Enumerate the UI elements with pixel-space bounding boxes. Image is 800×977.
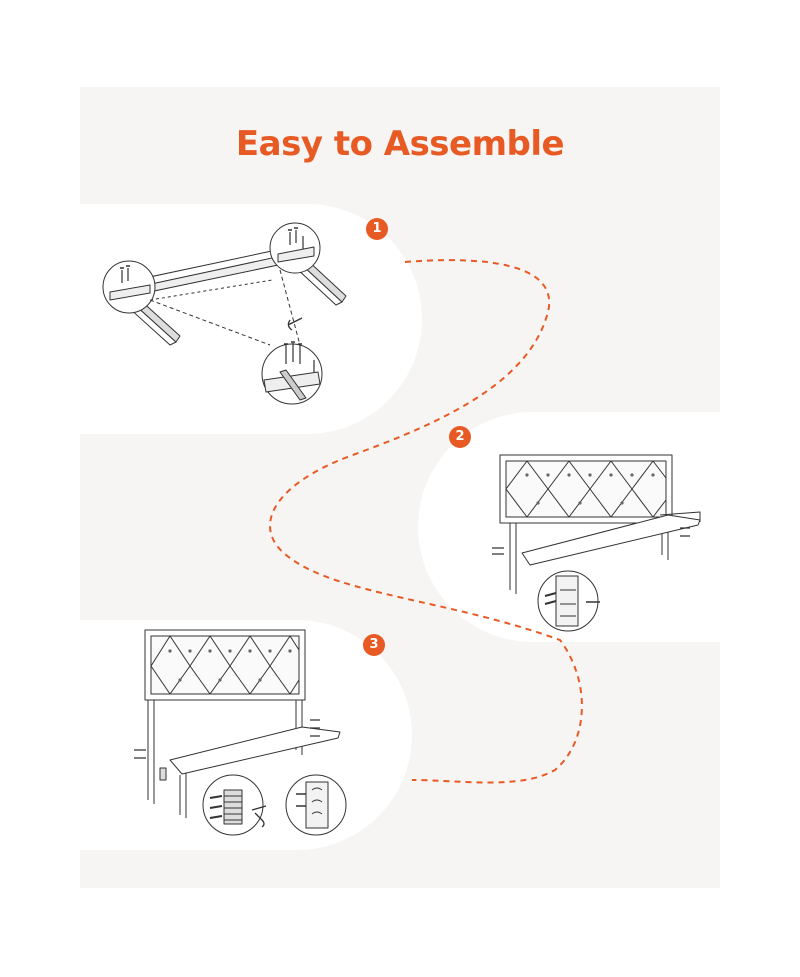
step-2-illustration [492, 454, 701, 632]
step-1-area [80, 204, 422, 434]
step-1-illustration [102, 222, 347, 405]
step-1-badge: 1 [366, 218, 388, 240]
step-3-badge: 3 [363, 634, 385, 656]
step-2-badge: 2 [449, 426, 471, 448]
connector-dashed-path [269, 259, 583, 784]
step-3-illustration [134, 629, 347, 836]
page-title: Easy to Assemble [235, 124, 565, 164]
